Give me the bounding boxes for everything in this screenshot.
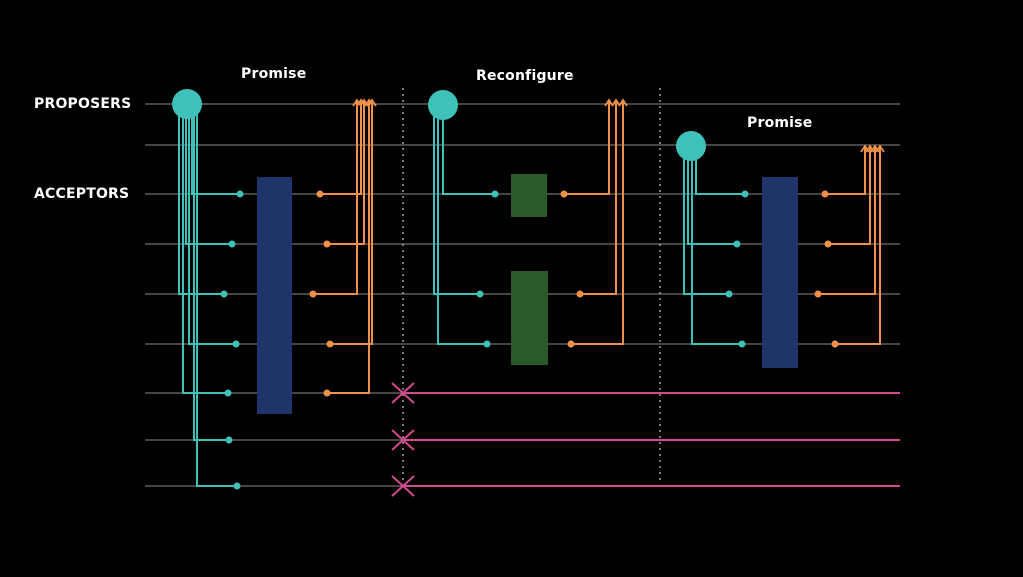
response-line-0: [320, 100, 362, 195]
request-dot-1: [483, 340, 491, 348]
request-line-0: [433, 110, 480, 295]
response-line-0-dot: [821, 190, 829, 198]
request-line-0: [683, 152, 729, 295]
request-line-1: [182, 110, 228, 394]
request-line-6: [196, 110, 237, 487]
response-line-2: [818, 146, 876, 295]
acceptors-label: ACCEPTORS: [34, 186, 130, 202]
request-dot-3: [232, 340, 240, 348]
request-dot-2: [491, 190, 499, 198]
request-line-3: [188, 110, 236, 345]
request-line-2: [691, 152, 742, 345]
response-line-1-arrow: [611, 98, 621, 107]
request-dot-0: [725, 290, 733, 298]
response-line-2-dot: [814, 290, 822, 298]
quorum-box-1: [257, 177, 292, 414]
removed-acceptors: [391, 382, 900, 497]
request-dot-4: [236, 190, 244, 198]
response-line-1: [580, 100, 617, 295]
request-line-1: [687, 152, 737, 245]
response-line-4-arrow: [364, 98, 374, 107]
request-dot-5: [225, 436, 233, 444]
proposers-label: PROPOSERS: [34, 96, 132, 112]
removed-x-mark-2: [391, 475, 415, 497]
request-dot-1: [224, 389, 232, 397]
request-line-1: [437, 110, 487, 345]
request-line-3: [695, 152, 745, 195]
request-line-2: [185, 110, 232, 245]
response-line-1-dot: [323, 240, 331, 248]
request-dot-2: [228, 240, 236, 248]
response-line-4: [327, 100, 370, 394]
phase-title-promise-2: Promise: [747, 115, 813, 131]
request-dot-3: [741, 190, 749, 198]
quorum-box-2: [762, 177, 798, 368]
reconfig-box-2: [511, 271, 548, 365]
request-dot-1: [733, 240, 741, 248]
request-dot-0: [220, 290, 228, 298]
response-line-3: [330, 100, 373, 345]
response-line-0-dot: [316, 190, 324, 198]
response-line-1: [828, 146, 871, 245]
phase-2-reconfigure: [428, 90, 628, 365]
removed-x-mark-0: [391, 382, 415, 404]
reconfig-box-1: [511, 174, 547, 217]
response-line-3-dot: [326, 340, 334, 348]
response-line-0-dot: [560, 190, 568, 198]
request-line-5: [193, 110, 229, 441]
response-line-3: [835, 146, 881, 345]
phase-separators: [402, 88, 661, 484]
response-line-1-dot: [824, 240, 832, 248]
response-line-0: [564, 100, 610, 195]
response-line-0: [825, 146, 866, 195]
response-line-2-dot: [567, 340, 575, 348]
request-dot-0: [476, 290, 484, 298]
request-dot-6: [233, 482, 241, 490]
phase-3-promise: [676, 131, 885, 368]
response-line-2-arrow: [352, 98, 362, 107]
request-line-4: [191, 110, 240, 195]
removed-x-mark-1: [391, 429, 415, 451]
proposer-node-2: [428, 90, 458, 120]
response-line-2: [571, 100, 624, 345]
request-line-0: [178, 110, 224, 295]
response-line-2-dot: [309, 290, 317, 298]
proposer-node-1: [172, 89, 202, 119]
response-line-1-dot: [576, 290, 584, 298]
request-line-2: [442, 110, 495, 195]
proposer-node-3: [676, 131, 706, 161]
response-line-4-dot: [323, 389, 331, 397]
response-line-2: [313, 100, 358, 295]
response-line-2-arrow: [618, 98, 628, 107]
response-line-1: [327, 100, 365, 245]
phase-1-promise: [172, 89, 377, 490]
response-line-3-arrow: [875, 144, 885, 153]
response-line-3-dot: [831, 340, 839, 348]
request-dot-2: [738, 340, 746, 348]
response-line-0-arrow: [604, 98, 614, 107]
phase-title-reconfigure: Reconfigure: [476, 68, 574, 84]
phase-title-promise-1: Promise: [241, 66, 307, 82]
